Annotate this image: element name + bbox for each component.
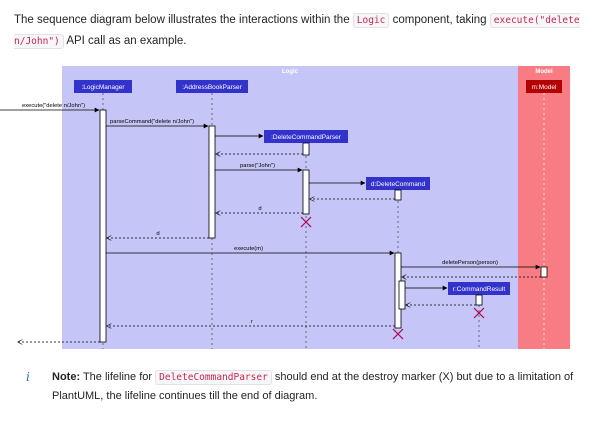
logic-code: Logic bbox=[352, 13, 390, 28]
intro-text-1: The sequence diagram below illustrates t… bbox=[14, 14, 353, 26]
message-execute-call-label: execute("delete n/John") bbox=[22, 103, 85, 109]
participant-command-result: r:CommandResult bbox=[448, 282, 510, 295]
activation-delete-command-parser-2 bbox=[302, 169, 310, 215]
info-icon: i bbox=[26, 370, 30, 384]
activation-delete-command-1 bbox=[394, 189, 402, 201]
destroy-marker-parser bbox=[300, 216, 312, 228]
logic-frame bbox=[62, 66, 518, 349]
intro-text-3: API call as an example. bbox=[63, 35, 187, 47]
activation-command-result bbox=[475, 294, 483, 306]
destroy-marker-command bbox=[392, 328, 404, 340]
participant-logic-manager-label: :LogicManager bbox=[82, 84, 126, 91]
destroy-marker-command-result bbox=[473, 307, 485, 319]
participant-logic-manager: :LogicManager bbox=[74, 80, 132, 93]
note-text-2: should end at the destroy marker (X) but… bbox=[52, 371, 574, 402]
intro-text-2: component, taking bbox=[389, 14, 490, 26]
model-frame-label: Model bbox=[535, 69, 553, 75]
activation-model bbox=[540, 266, 548, 278]
participant-delete-command-parser-label: :DeleteCommandParser bbox=[271, 134, 342, 141]
participant-address-book-parser-label: :AddressBookParser bbox=[182, 84, 242, 91]
message-delete-person-label: deletePerson(person) bbox=[442, 260, 498, 266]
note-text-1: The lifeline for bbox=[80, 371, 156, 383]
message-parse-command-label: parseCommand("delete n/John") bbox=[110, 119, 194, 125]
note-code: DeleteCommandParser bbox=[155, 370, 272, 385]
activation-address-book-parser bbox=[208, 125, 216, 239]
participant-delete-command-label: d:DeleteCommand bbox=[371, 181, 426, 188]
return-d-from-parser-label: d bbox=[258, 206, 261, 212]
activation-logic-manager bbox=[99, 109, 107, 343]
intro-paragraph: The sequence diagram below illustrates t… bbox=[14, 10, 584, 52]
activation-delete-command-parser-1 bbox=[302, 142, 310, 156]
activation-delete-command-3 bbox=[398, 280, 406, 310]
participant-command-result-label: r:CommandResult bbox=[453, 286, 506, 293]
note-text: Note: The lifeline for DeleteCommandPars… bbox=[52, 368, 582, 406]
return-r-label: r bbox=[251, 319, 253, 325]
return-d-to-logic-manager-label: d bbox=[156, 231, 159, 237]
message-parse-label: parse("John") bbox=[240, 163, 275, 169]
note-label: Note: bbox=[52, 371, 81, 383]
participant-address-book-parser: :AddressBookParser bbox=[176, 80, 248, 93]
logic-frame-label: Logic bbox=[282, 69, 299, 75]
sequence-diagram: Logic Model :LogicManager :AddressBookPa… bbox=[0, 66, 570, 349]
participant-model-label: m:Model bbox=[532, 84, 557, 91]
participant-delete-command-parser: :DeleteCommandParser bbox=[264, 130, 348, 143]
participant-model: m:Model bbox=[526, 80, 562, 93]
message-execute-m-label: execute(m) bbox=[234, 246, 263, 252]
participant-delete-command: d:DeleteCommand bbox=[366, 177, 430, 190]
